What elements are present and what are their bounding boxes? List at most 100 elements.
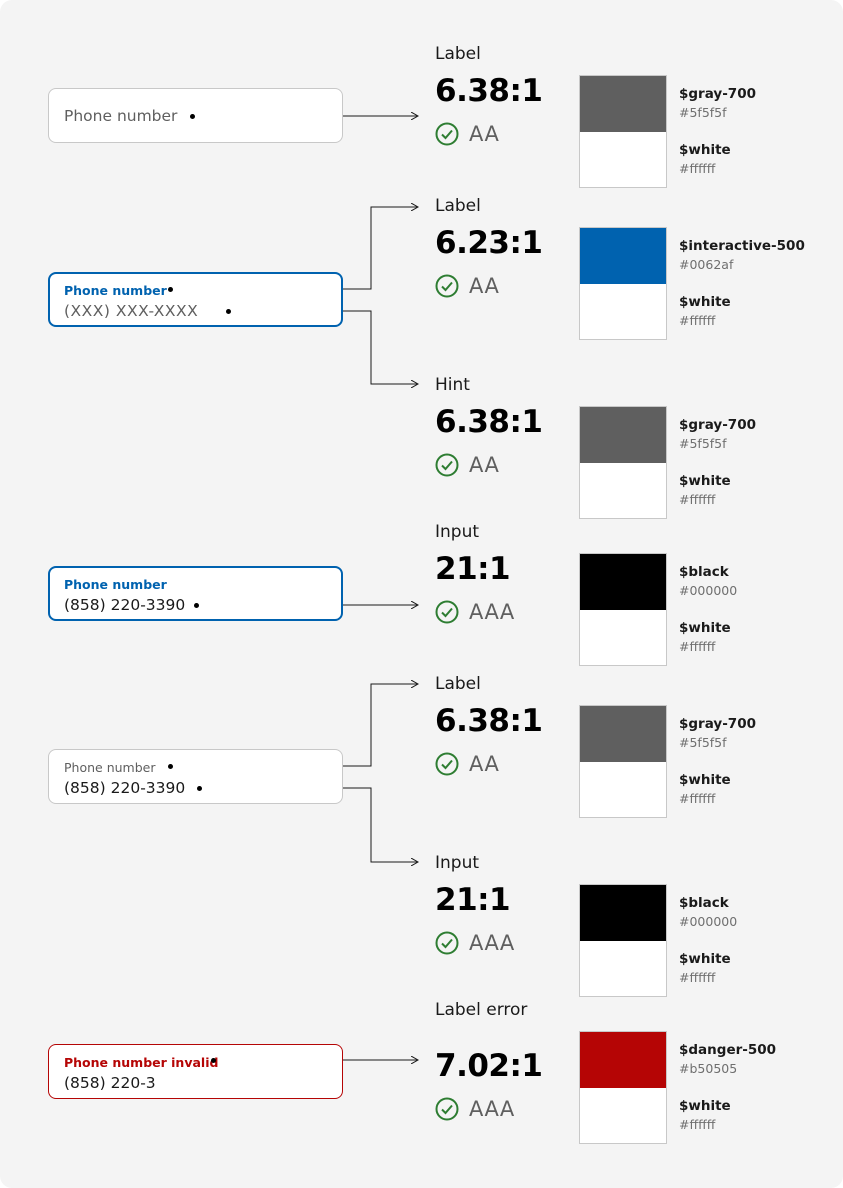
wcag-level-text: AAA <box>469 600 515 624</box>
wcag-level: AA <box>435 121 499 147</box>
contrast-ratio: 6.38:1 <box>435 73 543 109</box>
fg-color-hex: #b50505 <box>679 1061 738 1076</box>
field-error-label: Phone number invalid <box>64 1055 219 1070</box>
bg-color-name: $white <box>679 772 731 788</box>
fg-color-name: $gray-700 <box>679 86 756 102</box>
bg-color-hex: #ffffff <box>679 161 716 176</box>
fg-color-name: $gray-700 <box>679 417 756 433</box>
swatch-foreground <box>580 885 666 941</box>
swatch-foreground <box>580 407 666 463</box>
swatch-background <box>580 132 666 187</box>
swatch-background <box>580 463 666 518</box>
bg-color-hex: #ffffff <box>679 639 716 654</box>
bg-color-hex: #ffffff <box>679 1117 716 1132</box>
color-swatch <box>579 75 667 188</box>
field-label: Phone number <box>64 760 156 775</box>
check-circle-icon <box>435 931 459 955</box>
swatch-foreground <box>580 228 666 284</box>
anchor-dot <box>211 1057 216 1063</box>
contrast-ratio: 6.38:1 <box>435 404 543 440</box>
phone-field-focused-filled[interactable]: Phone number (858) 220-3390 <box>48 566 343 621</box>
anchor-dot <box>194 602 199 608</box>
wcag-level-text: AAA <box>469 931 515 955</box>
bg-color-hex: #ffffff <box>679 970 716 985</box>
annotation-title: Input <box>435 853 480 873</box>
annotation-title: Label error <box>435 1000 528 1020</box>
annotation-title: Input <box>435 522 480 542</box>
fg-color-name: $black <box>679 895 729 911</box>
bg-color-hex: #ffffff <box>679 791 716 806</box>
swatch-foreground <box>580 76 666 132</box>
swatch-foreground <box>580 1032 666 1088</box>
color-swatch <box>579 1031 667 1144</box>
fg-color-hex: #0062af <box>679 257 734 272</box>
swatch-foreground <box>580 706 666 762</box>
wcag-level-text: AA <box>469 453 500 477</box>
phone-field-filled[interactable]: Phone number (858) 220-3390 <box>48 749 343 804</box>
wcag-level-text: AA <box>469 752 500 776</box>
fg-color-name: $gray-700 <box>679 716 756 732</box>
fg-color-hex: #5f5f5f <box>679 436 727 451</box>
wcag-level-text: AA <box>469 122 500 146</box>
swatch-background <box>580 610 666 665</box>
color-swatch <box>579 227 667 340</box>
fg-color-name: $black <box>679 564 729 580</box>
contrast-ratio: 21:1 <box>435 551 511 587</box>
check-circle-icon <box>435 600 459 624</box>
swatch-background <box>580 284 666 339</box>
bg-color-name: $white <box>679 1098 731 1114</box>
color-swatch <box>579 884 667 997</box>
field-label: Phone number <box>64 107 178 125</box>
phone-field-default[interactable]: Phone number <box>48 88 343 143</box>
field-label: Phone number <box>64 577 167 592</box>
wcag-level: AA <box>435 751 499 777</box>
anchor-dot <box>190 113 195 119</box>
swatch-background <box>580 941 666 996</box>
bg-color-name: $white <box>679 142 731 158</box>
anchor-dot <box>168 763 173 769</box>
fg-color-name: $danger-500 <box>679 1042 777 1058</box>
color-swatch <box>579 406 667 519</box>
fg-color-hex: #000000 <box>679 914 738 929</box>
bg-color-name: $white <box>679 951 731 967</box>
check-circle-icon <box>435 274 459 298</box>
bg-color-name: $white <box>679 473 731 489</box>
phone-field-error[interactable]: Phone number invalid (858) 220-3 <box>48 1044 343 1099</box>
color-swatch <box>579 705 667 818</box>
check-circle-icon <box>435 453 459 477</box>
anchor-dot <box>226 308 231 314</box>
contrast-ratio: 6.23:1 <box>435 225 543 261</box>
check-circle-icon <box>435 122 459 146</box>
check-circle-icon <box>435 1097 459 1121</box>
fg-color-hex: #5f5f5f <box>679 735 727 750</box>
swatch-background <box>580 1088 666 1143</box>
bg-color-hex: #ffffff <box>679 313 716 328</box>
bg-color-name: $white <box>679 294 731 310</box>
field-label: Phone number <box>64 283 167 298</box>
anchor-dot <box>168 286 173 292</box>
wcag-level: AAA <box>435 930 515 956</box>
anchor-dot <box>197 785 202 791</box>
fg-color-hex: #5f5f5f <box>679 105 727 120</box>
contrast-ratio: 7.02:1 <box>435 1048 543 1084</box>
bg-color-name: $white <box>679 620 731 636</box>
swatch-background <box>580 762 666 817</box>
field-hint: (XXX) XXX-XXXX <box>64 302 199 320</box>
wcag-level-text: AAA <box>469 1097 515 1121</box>
fg-color-hex: #000000 <box>679 583 738 598</box>
phone-field-focused-hint[interactable]: Phone number (XXX) XXX-XXXX <box>48 272 343 327</box>
field-input: (858) 220-3 <box>64 1074 156 1092</box>
wcag-level: AA <box>435 452 499 478</box>
contrast-ratio: 21:1 <box>435 882 511 918</box>
wcag-level: AAA <box>435 1096 515 1122</box>
contrast-ratio: 6.38:1 <box>435 703 543 739</box>
wcag-level: AA <box>435 273 499 299</box>
field-input: (858) 220-3390 <box>64 779 186 797</box>
field-input: (858) 220-3390 <box>64 596 186 614</box>
check-circle-icon <box>435 752 459 776</box>
annotation-title: Label <box>435 44 481 64</box>
wcag-level: AAA <box>435 599 515 625</box>
annotation-title: Label <box>435 674 481 694</box>
wcag-level-text: AA <box>469 274 500 298</box>
